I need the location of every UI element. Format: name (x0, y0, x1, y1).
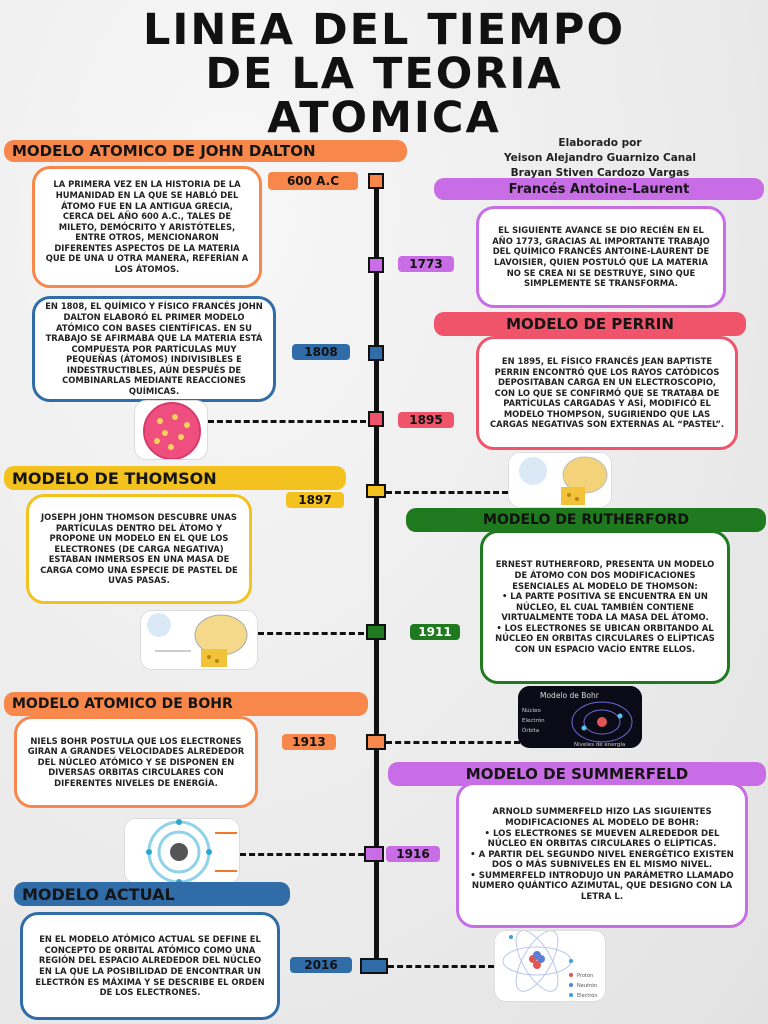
thomson-atom-image (508, 452, 612, 508)
card-1913: Niels Bohr postula que los electrones gi… (14, 716, 258, 808)
connector-1913 (386, 741, 520, 744)
card-1808: En 1808, el químico y físico francés Joh… (32, 296, 276, 402)
timeline-axis (374, 178, 379, 974)
year-1897: 1897 (286, 492, 344, 508)
author-1: Yeison Alejandro Guarnizo Canal (504, 152, 696, 164)
node-2016 (360, 958, 388, 974)
title-line-3: ATOMICA (267, 93, 501, 143)
year-1911: 1911 (410, 624, 460, 640)
bohr-label-nucleo: Núcleo (522, 707, 542, 714)
title-line-1: LINEA DEL TIEMPO (142, 5, 625, 55)
title-line-2: DE LA TEORIA (205, 49, 563, 99)
year-1895: 1895 (398, 412, 454, 428)
header-antoine: Francés Antoine-Laurent (434, 178, 764, 200)
connector-1897 (386, 491, 508, 494)
node-600ac (368, 173, 384, 189)
authors-label: Elaborado por (558, 137, 642, 149)
perrin-atom-icon (143, 402, 201, 459)
actual-atom-image: Protón Neutrón Electrón (494, 930, 606, 1002)
node-1895 (368, 411, 384, 427)
actual-atom-icon: Protón Neutrón Electrón (495, 931, 605, 1001)
legend-proton: Protón (577, 972, 593, 979)
node-1897 (366, 484, 386, 498)
node-1911 (366, 624, 386, 640)
header-rutherford: MODELO DE RUTHERFORD (406, 508, 766, 532)
bohr-image-title: Modelo de Bohr (540, 691, 600, 700)
node-1913 (366, 734, 386, 750)
bohr-model-image: Modelo de Bohr Núcleo Electrón Órbita Ni… (518, 686, 642, 748)
year-1913: 1913 (282, 734, 336, 750)
connector-1895 (208, 420, 366, 423)
card-1911: Ernest Rutherford, presenta un modelo de… (480, 530, 730, 684)
rutherford-atom-image (140, 610, 258, 670)
header-dalton: MODELO ATOMICO DE JOHN DALTON (4, 140, 407, 162)
header-thomson: MODELO DE THOMSON (4, 466, 346, 490)
card-1916: Arnold Summerfeld hizo las siguientes mo… (456, 782, 748, 928)
header-perrin: MODELO DE PERRIN (434, 312, 746, 336)
connector-1911 (258, 632, 364, 635)
year-600ac: 600 A.C (268, 172, 358, 190)
connector-1916 (240, 853, 364, 856)
year-1808: 1808 (292, 344, 350, 360)
node-1916 (364, 846, 384, 862)
card-1773: El siguiente avance se dio recién en el … (476, 206, 726, 308)
bohr-label-orbita: Órbita (522, 727, 539, 734)
year-2016: 2016 (290, 957, 352, 973)
bohr-label-electron: Electrón (522, 717, 545, 724)
thomson-atom-icon (509, 453, 611, 507)
card-1895: En 1895, el físico francés Jean Baptiste… (476, 336, 738, 450)
summerfeld-atom-icon (125, 819, 239, 883)
page-title: LINEA DEL TIEMPO DE LA TEORIA ATOMICA (0, 8, 768, 140)
legend-electron: Electrón (577, 992, 598, 999)
node-1773 (368, 257, 384, 273)
summerfeld-atom-image (124, 818, 240, 884)
bohr-label-niveles: Niveles de energía (574, 741, 625, 748)
rutherford-atom-icon (141, 611, 257, 669)
authors-credit: Elaborado por Yeison Alejandro Guarnizo … (440, 136, 760, 181)
legend-neutron: Neutrón (577, 982, 597, 989)
connector-2016 (388, 965, 494, 968)
node-1808 (368, 345, 384, 361)
author-2: Brayan Stiven Cardozo Vargas (510, 167, 690, 179)
header-actual: MODELO ACTUAL (14, 882, 290, 906)
year-1916: 1916 (386, 846, 440, 862)
year-1773: 1773 (398, 256, 454, 272)
bohr-atom-icon: Modelo de Bohr Núcleo Electrón Órbita Ni… (518, 686, 642, 748)
card-1897: Joseph John Thomson descubre unas partíc… (26, 494, 252, 604)
header-bohr: MODELO ATOMICO DE BOHR (4, 692, 368, 716)
card-2016: En el modelo atómico actual se define el… (20, 912, 280, 1020)
card-600ac: La primera vez en la historia de la huma… (32, 166, 262, 288)
perrin-atom-image (134, 400, 208, 460)
